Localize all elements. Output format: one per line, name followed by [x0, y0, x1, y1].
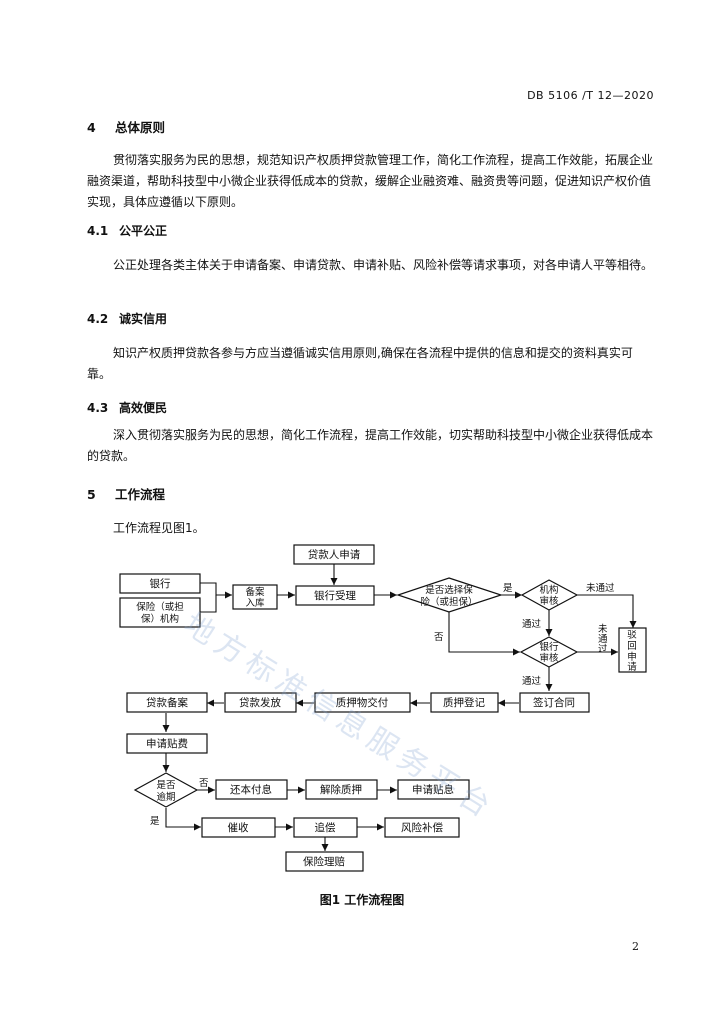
- node-filing-label-line1: 备案: [245, 586, 265, 598]
- node-loan-release: [224, 692, 297, 713]
- decision-overdue-label-line1: 是否: [156, 780, 176, 791]
- section-4-1-heading: 4.1 公平公正: [87, 222, 167, 239]
- edge-label-no: 否: [434, 632, 444, 643]
- node-reject-char1: 驳: [627, 630, 637, 641]
- node-risk-comp-label: 风险补偿: [401, 821, 443, 834]
- section-4-3-paragraph: 深入贯彻落实服务为民的思想，简化工作流程，提高工作效能，切实帮助科技型中小微企业…: [87, 428, 654, 463]
- node-loan-filing: [126, 692, 208, 713]
- section-5-paragraph: 工作流程见图1。: [113, 521, 205, 535]
- edge-label-fail: 未通过: [586, 582, 615, 594]
- section-title: 公平公正: [119, 224, 168, 238]
- node-release-pledge: [305, 779, 378, 800]
- edge-label-pass: 通过: [522, 618, 542, 630]
- connector: [448, 612, 520, 656]
- node-subsidy-label: 申请贴费: [146, 737, 188, 750]
- decision-inst-label-line2: 审核: [539, 595, 559, 607]
- connector: [577, 594, 637, 628]
- section-number: 4: [87, 120, 96, 135]
- node-bank-label: 银行: [150, 577, 171, 590]
- section-4-2-paragraph: 知识产权质押贷款各参与方应当遵循诚实信用原则,确保在各流程中提供的信息和提交的资…: [87, 346, 633, 381]
- node-collection: [201, 817, 276, 838]
- node-recovery: [293, 817, 358, 838]
- node-applicant-label: 贷款人申请: [308, 548, 361, 561]
- page-number: 2: [632, 940, 639, 953]
- section-4-heading: 4 总体原则: [87, 117, 165, 136]
- node-repay-label: 还本付息: [230, 783, 272, 796]
- decision-inst-label-line1: 机构: [539, 584, 558, 596]
- section-4-paragraph: 贯彻落实服务为民的思想，规范知识产权质押贷款管理工作，简化工作流程，提高工作效能…: [87, 153, 654, 209]
- standard-number: DB 5106 /T 12—2020: [527, 89, 654, 102]
- decision-choose-label-line1: 是否选择保: [425, 584, 473, 596]
- figure-caption: 图1 工作流程图: [319, 893, 405, 907]
- decision-bank-label-line1: 银行: [539, 641, 559, 653]
- node-filing-label-line2: 入库: [245, 597, 265, 609]
- node-sign-label: 签订合同: [533, 696, 575, 709]
- node-repay: [215, 779, 288, 800]
- section-title: 诚实信用: [119, 312, 168, 326]
- decision-choose-insurance: [396, 577, 503, 613]
- edge-label-fail-v3: 过: [598, 643, 608, 655]
- edge-label-pass-2: 通过: [522, 675, 542, 687]
- node-applicant: [293, 544, 375, 565]
- edge-label-fail-v1: 未: [598, 623, 608, 635]
- node-subsidy-application: [126, 733, 208, 754]
- edge-label-fail-v2: 通: [598, 634, 608, 645]
- node-reject-char2: 回: [627, 641, 637, 652]
- node-collect-label: 催收: [228, 821, 249, 834]
- node-insurer: [119, 597, 201, 628]
- section-title: 总体原则: [115, 120, 166, 135]
- connector: [165, 808, 201, 831]
- node-reject-char3: 申: [627, 651, 637, 663]
- node-pledge-delivery: [314, 692, 411, 713]
- edge-label-yes-2: 是: [150, 816, 160, 827]
- edge-label-no-2: 否: [199, 778, 209, 789]
- node-bank-accept: [295, 585, 375, 606]
- node-reject: [618, 627, 647, 673]
- node-loan-filing-label: 贷款备案: [146, 696, 188, 709]
- decision-bank-label-line2: 审核: [539, 652, 559, 664]
- node-recover-label: 追偿: [315, 821, 336, 834]
- connector: [200, 595, 217, 613]
- section-number: 4.1: [87, 224, 109, 238]
- section-4-2-heading: 4.2 诚实信用: [87, 310, 167, 327]
- node-bank-accept-label: 银行受理: [314, 589, 356, 602]
- section-title: 工作流程: [115, 487, 166, 502]
- node-insurance-claims: [285, 851, 364, 872]
- node-pledge-deliver-label: 质押物交付: [336, 696, 389, 709]
- node-interest-subsidy-label: 申请贴息: [412, 783, 454, 796]
- node-filing: [232, 584, 278, 610]
- node-interest-subsidy: [397, 779, 470, 800]
- decision-bank-review: [519, 636, 579, 668]
- node-pledge-registration: [430, 692, 499, 713]
- decision-choose-label-line2: 险（或担保）: [420, 596, 477, 608]
- node-insurer-label-line2: 保）机构: [141, 613, 179, 625]
- node-risk-compensation: [384, 817, 460, 838]
- section-title: 高效便民: [119, 401, 168, 415]
- section-5-heading: 5 工作流程: [87, 484, 165, 503]
- section-number: 5: [87, 487, 96, 502]
- node-reject-char4: 请: [627, 661, 637, 673]
- node-pledge-reg-label: 质押登记: [443, 696, 485, 709]
- section-4-3-heading: 4.3 高效便民: [87, 399, 167, 416]
- decision-overdue: [133, 772, 199, 808]
- decision-overdue-label-line2: 逾期: [156, 791, 175, 803]
- section-number: 4.2: [87, 312, 109, 326]
- node-loan-release-label: 贷款发放: [239, 696, 281, 709]
- node-sign-contract: [519, 692, 590, 713]
- connector: [200, 582, 232, 599]
- node-bank: [119, 573, 201, 594]
- section-4-1-paragraph: 公正处理各类主体关于申请备案、申请贷款、申请补贴、风险补偿等请求事项，对各申请人…: [113, 258, 654, 272]
- section-number: 4.3: [87, 401, 109, 415]
- edge-label-yes: 是: [503, 583, 513, 594]
- node-claims-label: 保险理赔: [303, 855, 345, 868]
- decision-institution-review: [520, 579, 579, 611]
- node-release-pledge-label: 解除质押: [320, 783, 362, 796]
- node-insurer-label-line1: 保险（或担: [136, 601, 184, 613]
